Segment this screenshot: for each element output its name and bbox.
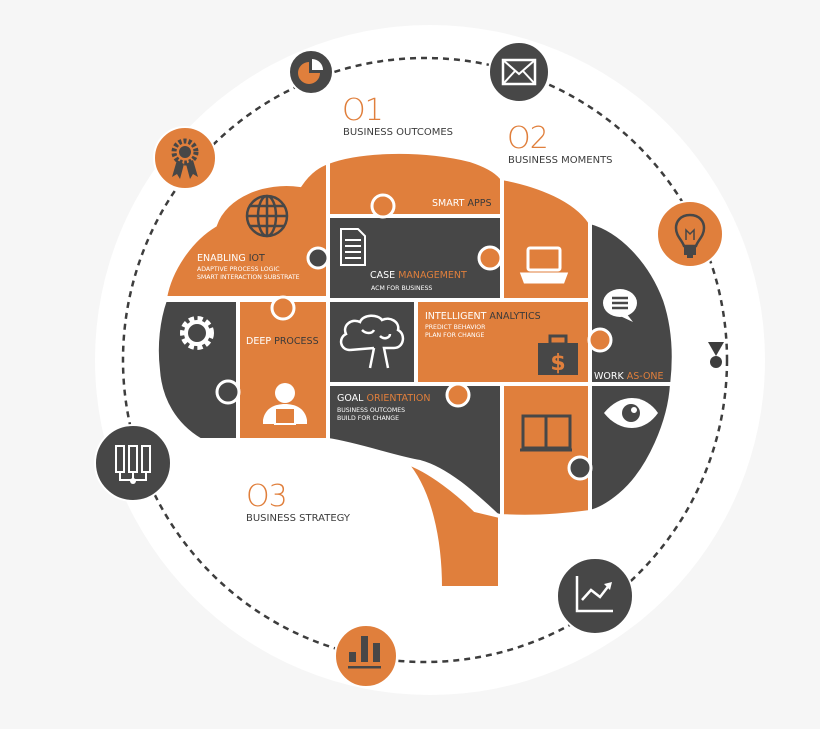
- smart-apps-title-b: APPS: [467, 198, 492, 209]
- step-03-number: O3: [246, 479, 288, 514]
- step-01-label: BUSINESS OUTCOMES: [343, 127, 454, 138]
- goal-orientation-title-b: ORIENTATION: [366, 393, 431, 404]
- smart-apps-title: SMART APPS: [432, 199, 491, 209]
- intelligent-analytics-title-a: INTELLIGENT: [425, 311, 487, 322]
- document-icon: [340, 228, 366, 266]
- chat-bubble-icon: [603, 289, 637, 322]
- brain-stem: [398, 457, 502, 590]
- enabling-iot-title-b: IOT: [248, 253, 265, 264]
- dashed-ring: [121, 56, 729, 664]
- goal-orientation-sub2: BUILD FOR CHANGE: [337, 415, 400, 422]
- laptop-icon: [519, 246, 569, 284]
- trend-chart-icon: [556, 557, 634, 635]
- deep-process-title-b: PROCESS: [274, 336, 319, 347]
- goal-orientation-title-a: GOAL: [337, 393, 364, 404]
- case-management-title-a: CASE: [370, 270, 396, 281]
- award-ribbon-icon: [153, 126, 217, 190]
- enabling-iot-sub2: SMART INTERACTION SUBSTRATE: [197, 274, 300, 281]
- step-02-label: BUSINESS MOMENTS: [508, 155, 613, 166]
- svg-text:$: $: [550, 351, 565, 376]
- intelligent-analytics-sub1: PREDICT BEHAVIOR: [425, 324, 486, 331]
- piece-gear: [154, 298, 240, 442]
- reader-icon: [263, 383, 307, 425]
- money-bag-icon: $: [538, 334, 578, 376]
- bar-chart-icon: [334, 624, 398, 688]
- goal-orientation-title: GOAL ORIENTATION: [337, 394, 431, 404]
- work-as-one-title-b: AS-ONE: [626, 371, 664, 382]
- work-as-one-title: WORK AS-ONE: [594, 372, 664, 382]
- puzzle-knobs: [215, 193, 613, 481]
- case-management-title-b: MANAGEMENT: [398, 270, 467, 281]
- piece-enabling-iot: [162, 159, 330, 300]
- pie-chart-icon: [288, 49, 334, 95]
- enabling-iot-title: ENABLING IOT: [197, 254, 265, 264]
- goal-orientation-sub1: BUSINESS OUTCOMES: [337, 407, 406, 414]
- step-01-number: O1: [342, 93, 384, 128]
- step-02-number: O2: [507, 121, 549, 156]
- intelligent-analytics-sub2: PLAN FOR CHANGE: [425, 332, 485, 339]
- gear-icon: [180, 316, 214, 350]
- case-management-sub1: ACM FOR BUSINESS: [371, 285, 433, 292]
- smart-apps-title-a: SMART: [432, 198, 465, 209]
- step-03-label: BUSINESS STRATEGY: [246, 513, 350, 524]
- eye-icon: [604, 398, 658, 428]
- book-icon: [520, 414, 572, 452]
- deep-process-title: DEEP PROCESS: [246, 337, 319, 347]
- case-management-title: CASE MANAGEMENT: [370, 271, 467, 281]
- ring-arrow-marker: [708, 342, 724, 368]
- globe-icon: [245, 194, 289, 238]
- lightbulb-icon: [656, 200, 724, 268]
- intelligent-analytics-title-b: ANALYTICS: [489, 311, 541, 322]
- enabling-iot-title-a: ENABLING: [197, 253, 246, 264]
- enabling-iot-sub1: ADAPTIVE PROCESS LOGIC: [197, 266, 280, 273]
- intelligent-analytics-title: INTELLIGENT ANALYTICS: [425, 312, 541, 322]
- piece-goal-orientation: [326, 382, 504, 525]
- envelope-icon: [488, 41, 550, 103]
- brain-icon: [339, 314, 405, 369]
- binders-icon: [94, 424, 172, 502]
- work-as-one-title-a: WORK: [594, 371, 624, 382]
- deep-process-title-a: DEEP: [246, 336, 272, 347]
